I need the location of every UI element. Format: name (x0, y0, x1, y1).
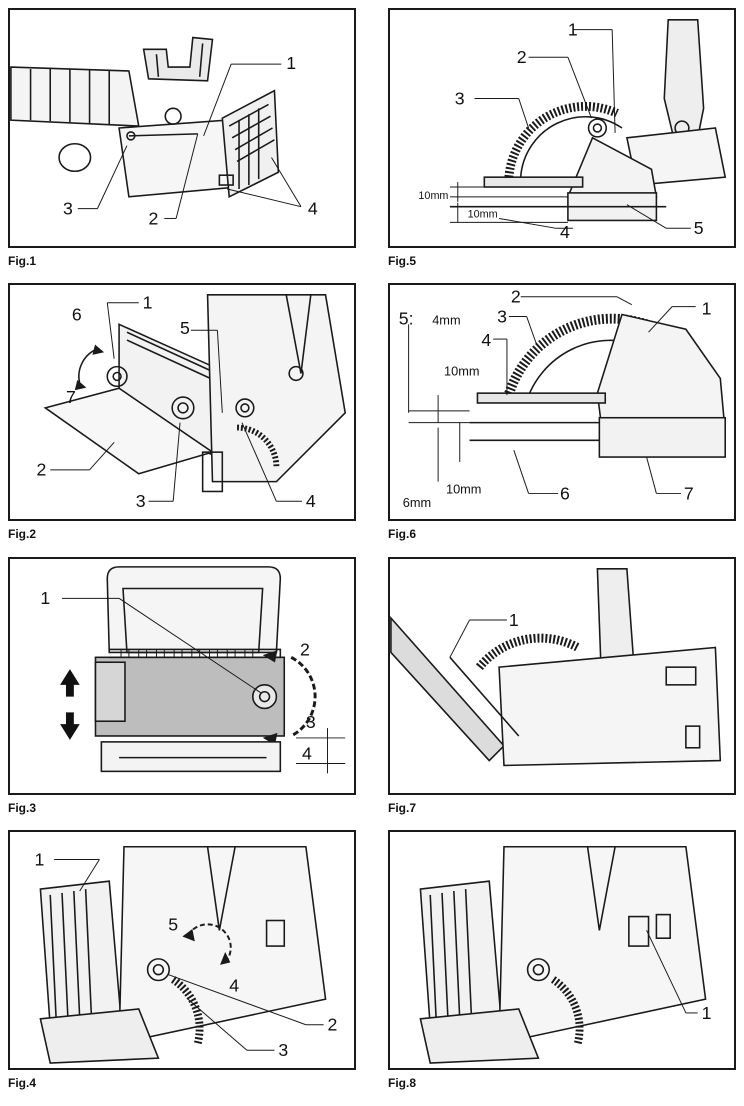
arrow-down-icon (60, 712, 80, 740)
fig4-label-1: 1 (35, 849, 45, 869)
fig3-label-1: 1 (40, 588, 50, 608)
figure-5-caption: Fig.5 (388, 254, 417, 268)
figure-3-illustration: 1 2 3 4 (40, 566, 346, 774)
fig6-dim-4mm: 4mm (432, 312, 460, 327)
figure-8-panel: 1 (388, 830, 736, 1070)
fig3-label-2: 2 (300, 639, 310, 659)
fig6-label-6: 6 (560, 483, 570, 503)
figure-1-caption: Fig.1 (8, 254, 37, 268)
figure-3-caption: Fig.3 (8, 801, 37, 815)
figure-6-caption: Fig.6 (388, 527, 417, 541)
figure-7-illustration: 1 (390, 568, 722, 767)
fig1-label-1: 1 (286, 53, 296, 73)
fig2-label-7: 7 (66, 387, 76, 407)
figure-7-caption: Fig.7 (388, 801, 417, 815)
figure-7-panel: 1 (388, 557, 736, 795)
figure-2-illustration: 1 2 3 4 5 6 7 (36, 293, 347, 511)
figure-3-panel: 1 2 3 4 (8, 557, 356, 795)
fig6-dim-10mm-bottom: 10mm (446, 481, 481, 496)
fig2-label-5: 5 (180, 318, 190, 338)
fig6-label-1: 1 (702, 298, 712, 318)
fig5-label-2: 2 (517, 47, 527, 67)
fig2-label-2: 2 (36, 460, 46, 480)
figure-4-caption: Fig.4 (8, 1076, 37, 1090)
fig5-dim-1: 10mm (418, 190, 448, 202)
fig6-label-3: 3 (497, 306, 507, 326)
fig2-label-1: 1 (143, 293, 153, 313)
fig6-label-2: 2 (511, 287, 521, 307)
arrow-up-icon (60, 669, 80, 697)
fig4-label-5: 5 (168, 914, 178, 934)
fig1-label-3: 3 (63, 199, 73, 219)
fig7-label-1: 1 (509, 610, 519, 630)
fig3-label-3: 3 (306, 712, 316, 732)
fig2-label-6: 6 (72, 304, 82, 324)
figure-2-panel: 1 2 3 4 5 6 7 (8, 283, 356, 521)
figure-6-panel: 1 2 3 4 5: 6 7 4mm 10mm 10mm 6mm (388, 283, 736, 521)
fig1-label-2: 2 (149, 208, 159, 228)
fig2-label-3: 3 (136, 491, 146, 511)
figure-8-illustration: 1 (419, 845, 712, 1064)
figure-8-caption: Fig.8 (388, 1076, 417, 1090)
figure-4-panel: 1 2 3 4 5 (8, 830, 356, 1070)
figure-6-illustration: 1 2 3 4 5: 6 7 4mm 10mm 10mm 6mm (399, 287, 727, 510)
fig6-label-5: 5: (399, 308, 414, 328)
fig8-label-1: 1 (702, 1003, 712, 1023)
figure-5-panel: 1 2 3 4 5 10mm 10mm (388, 8, 736, 248)
fig5-dim-2: 10mm (468, 208, 498, 220)
fig5-label-1: 1 (568, 20, 578, 40)
fig6-dim-6mm: 6mm (403, 495, 431, 510)
fig5-label-3: 3 (455, 88, 465, 108)
fig4-label-2: 2 (328, 1015, 338, 1035)
fig4-label-3: 3 (278, 1040, 288, 1060)
fig1-label-4: 4 (308, 199, 318, 219)
fig2-label-4: 4 (306, 491, 316, 511)
fig5-label-5: 5 (694, 218, 704, 238)
fig3-label-4: 4 (302, 744, 312, 764)
figure-2-caption: Fig.2 (8, 527, 37, 541)
figure-1-illustration: 1 2 3 4 (10, 36, 318, 228)
fig6-label-4: 4 (481, 330, 491, 350)
figure-4-illustration: 1 2 3 4 5 (35, 845, 338, 1064)
fig4-label-4: 4 (229, 975, 239, 995)
fig5-label-4: 4 (560, 222, 570, 242)
figure-1-panel: 1 2 3 4 (8, 8, 356, 248)
figure-5-illustration: 1 2 3 4 5 10mm 10mm (418, 19, 727, 242)
fig6-label-7: 7 (684, 483, 694, 503)
fig6-dim-10mm-top: 10mm (444, 363, 479, 378)
